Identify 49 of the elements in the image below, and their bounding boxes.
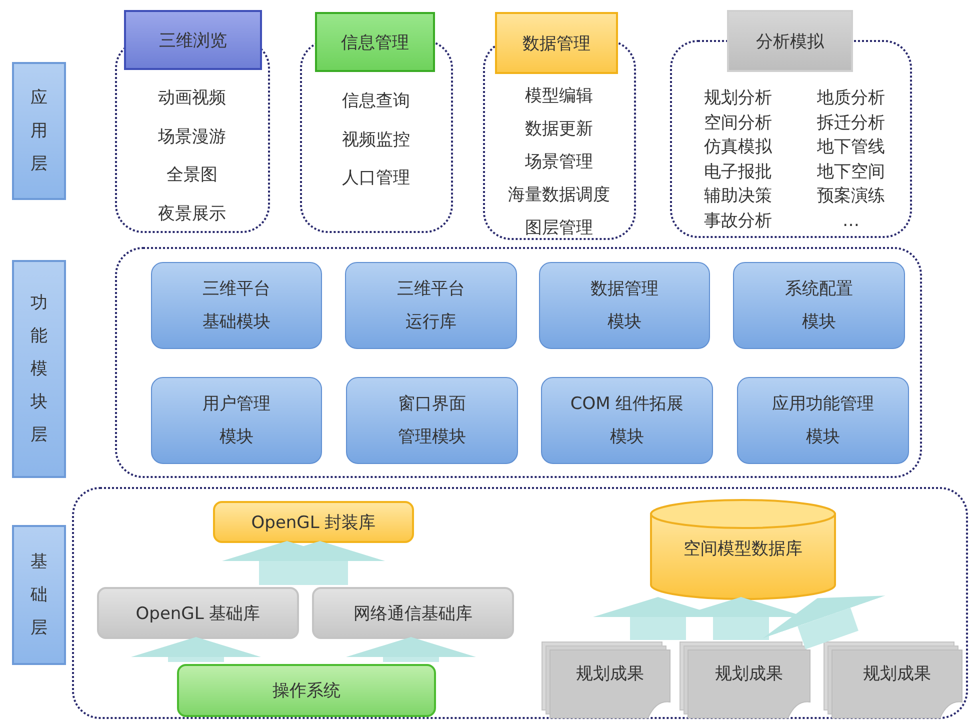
list-item: 空间分析 [703,112,773,132]
list-item: 夜景展示 [157,204,227,224]
module-box: 三维平台基础模块 [151,262,322,349]
list-item: 地下空间 [816,162,886,182]
layer-label-band: 应用层 [12,62,66,200]
list-item: 视频监控 [341,130,411,150]
library-box: OpenGL 封装库 [213,501,414,543]
list-item: 仿真模拟 [703,137,773,157]
list-item: 辅助决策 [703,186,773,206]
block-arrow [346,637,476,662]
system-box: 操作系统 [177,664,436,717]
list-item: 场景管理 [524,152,594,172]
list-item: 人口管理 [341,168,411,188]
list-item: 海量数据调度 [507,185,611,205]
library-box: 网络通信基础库 [312,587,514,639]
list-item: 地质分析 [816,88,886,108]
block-arrow [762,596,886,650]
layer-label-band: 基础层 [12,525,66,665]
list-item: 模型编辑 [524,86,594,106]
module-box: 用户管理模块 [151,377,322,464]
module-box: 系统配置模块 [733,262,905,349]
library-box: OpenGL 基础库 [97,587,299,639]
list-item: 规划分析 [703,88,773,108]
list-item: 图层管理 [524,218,594,238]
group-header: 数据管理 [495,12,618,74]
layer-label-band: 功能模块层 [12,260,66,478]
block-arrow [131,637,261,662]
list-item: 信息查询 [341,91,411,111]
group-header: 信息管理 [315,12,435,72]
dotted-frame [72,487,968,719]
list-item: 动画视频 [157,88,227,108]
group-header: 三维浏览 [124,10,262,70]
list-item: 电子报批 [703,162,773,182]
database-cylinder: 空间模型数据库 [650,499,836,599]
list-item: 全景图 [166,165,218,185]
dotted-frame [115,247,922,478]
list-item: 事故分析 [703,210,773,230]
module-box: COM 组件拓展模块 [541,377,713,464]
list-item: 拆迁分析 [816,112,886,132]
group-header: 分析模拟 [727,10,853,72]
module-box: 窗口界面管理模块 [346,377,518,464]
list-item: … [842,210,860,230]
module-box: 三维平台运行库 [345,262,517,349]
module-box: 数据管理模块 [539,262,710,349]
list-item: 数据更新 [524,119,594,139]
list-item: 地下管线 [816,137,886,157]
module-box: 应用功能管理模块 [737,377,909,464]
list-item: 预案演练 [816,186,886,206]
list-item: 场景漫游 [157,126,227,146]
